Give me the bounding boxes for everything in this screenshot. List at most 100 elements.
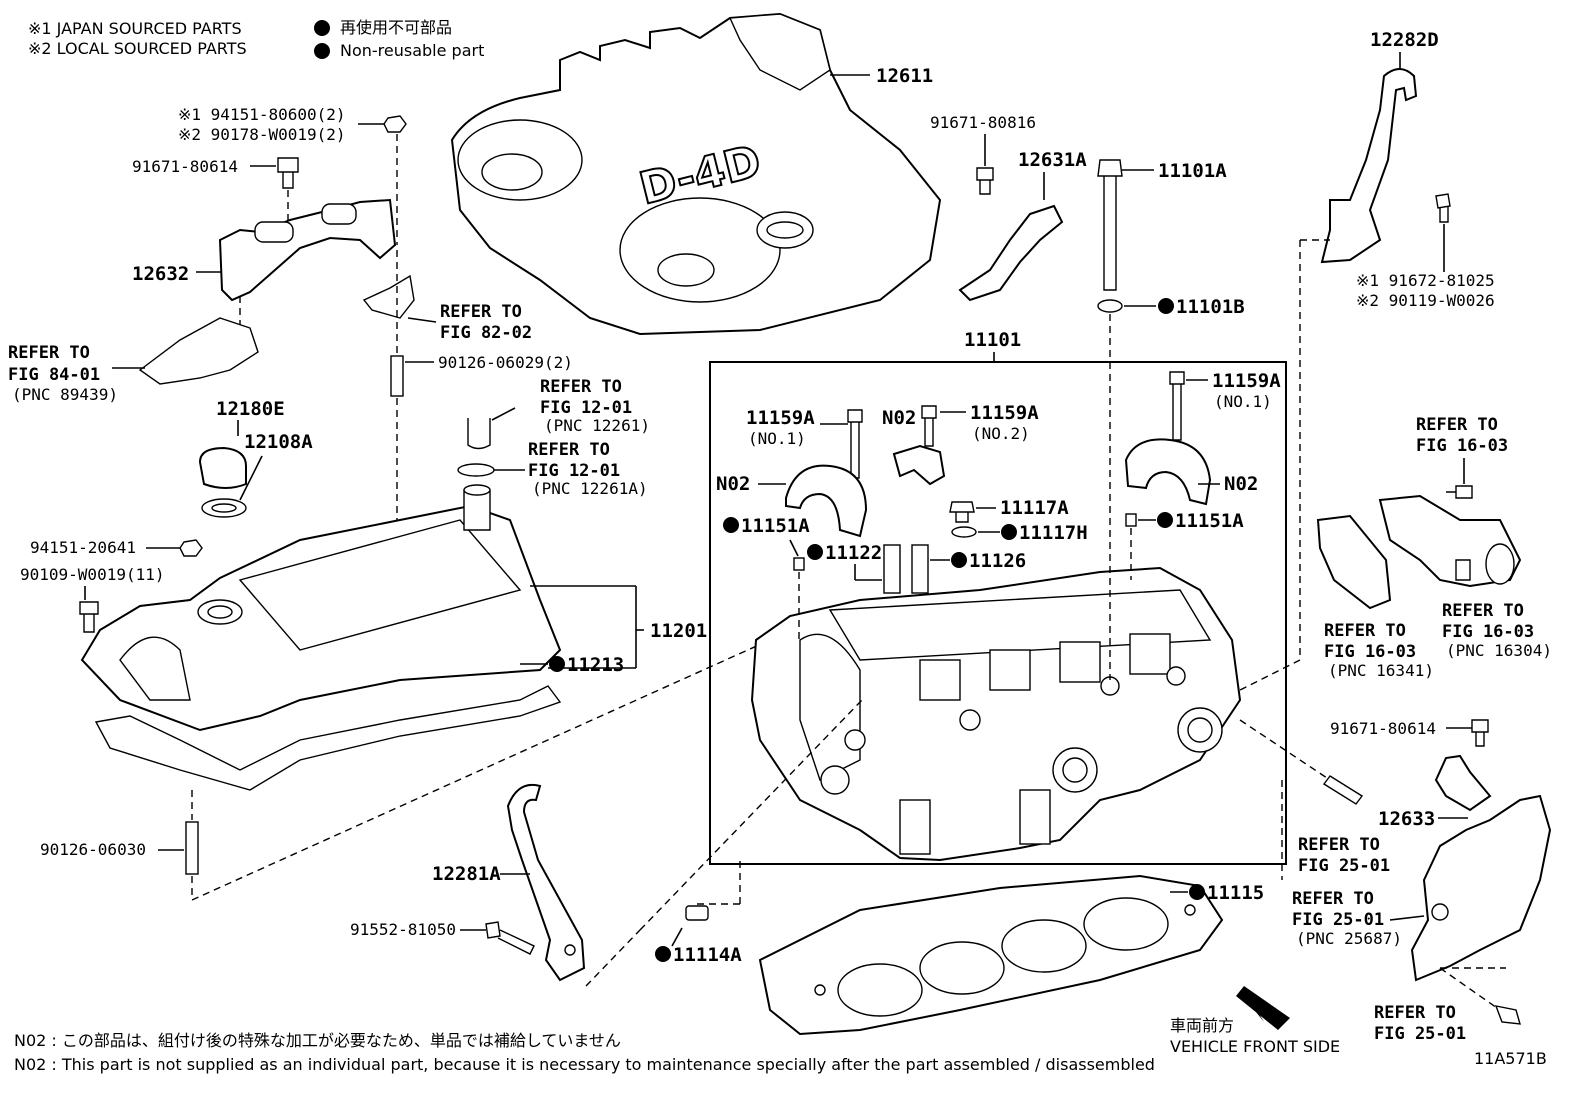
ref-fig-12-01-a[interactable]: REFER TO FIG 12-01 (PNC 12261)	[467, 377, 650, 450]
ref-fig-16-03-a[interactable]: REFER TO FIG 16-03 (PNC 16341)	[1324, 621, 1434, 680]
water-inlet-parts	[1316, 494, 1522, 610]
bracket-12632: ※1 94151-80600(2) ※2 90178-W0019(2) 9167…	[112, 105, 407, 385]
plug-11117A: 11117A 11117H	[949, 497, 1088, 544]
ref-fig-25-01-b[interactable]: REFER TO FIG 25-01 (PNC 25687)	[1292, 889, 1425, 948]
label-N02-b: N02	[882, 407, 916, 429]
label-91672: ※1 91672-81025	[1356, 271, 1495, 290]
legend-non-reusable-jp: 再使用不可部品	[340, 18, 452, 37]
legend: ※1 JAPAN SOURCED PARTS ※2 LOCAL SOURCED …	[28, 18, 484, 60]
ref-line-1: REFER TO	[8, 343, 90, 363]
label-12611: 12611	[876, 65, 933, 87]
non-reusable-dot-icon	[1189, 884, 1205, 900]
hook-12282D: 12282D ※1 91672-81025 ※2 90119-W0026	[1239, 29, 1495, 691]
ref-line-1: REFER TO	[540, 377, 622, 397]
label-11159A-right: 11159A	[1212, 370, 1281, 392]
label-12632: 12632	[132, 263, 189, 285]
bolt-icon	[1494, 1005, 1521, 1025]
label-11201: 11201	[650, 620, 707, 642]
bolt-icon	[1435, 193, 1451, 223]
ref-line-2: FIG 25-01	[1292, 910, 1384, 930]
label-11159A-left-no: (NO.1)	[748, 429, 806, 448]
bolt-icon	[1169, 371, 1185, 441]
label-91671-80614-right: 91671-80614	[1330, 719, 1436, 738]
non-reusable-dot-icon	[723, 517, 739, 533]
label-90178: ※2 90178-W0019(2)	[178, 125, 346, 144]
cylinder-head-cover-11201: 11201	[80, 484, 707, 791]
label-12180E: 12180E	[216, 398, 285, 420]
direction-en: VEHICLE FRONT SIDE	[1170, 1037, 1340, 1056]
figure-id: 11A571B	[1474, 1049, 1547, 1068]
ref-fig-25-01-c[interactable]: REFER TO FIG 25-01	[1374, 1003, 1466, 1044]
ref-line-3: (PNC 89439)	[12, 385, 118, 404]
bracket-12631A: 91671-80816 12631A	[930, 113, 1087, 302]
bolt-icon	[79, 601, 99, 633]
ref-line-3: (PNC 16304)	[1446, 641, 1552, 660]
ref-line-2: FIG 84-01	[8, 365, 100, 385]
ref-line-3: (PNC 12261A)	[532, 479, 648, 498]
ref-fig-84-01[interactable]: REFER TO FIG 84-01 (PNC 89439)	[8, 343, 118, 404]
cap-N02-left: N02	[716, 464, 868, 538]
ref-fig-82-02[interactable]: REFER TO FIG 82-02	[362, 274, 532, 343]
non-reusable-dot-icon	[1157, 512, 1173, 528]
label-11122: 11122	[825, 542, 882, 564]
label-90126-06030: 90126-06030	[40, 840, 146, 859]
nut-icon	[179, 539, 203, 557]
label-94151-20641: 94151-20641	[30, 538, 136, 557]
pin-11151A-left: 11151A	[723, 515, 810, 640]
footnotes: N02 : この部品は、組付け後の特殊な加工が必要なため、単品では補給していませ…	[14, 1031, 1547, 1074]
non-reusable-dot-icon	[314, 20, 330, 36]
non-reusable-dot-icon	[314, 43, 330, 59]
ref-fig-16-03-top[interactable]: REFER TO FIG 16-03	[1416, 415, 1508, 499]
head-bolt-11101A: 11101A 11101B	[1097, 159, 1245, 680]
label-12633: 12633	[1378, 808, 1435, 830]
ref-fig-25-01-a[interactable]: REFER TO FIG 25-01	[1239, 719, 1390, 876]
pin-11151A-right: 11151A	[1125, 510, 1244, 580]
direction-jp: 車両前方	[1170, 1016, 1234, 1035]
label-11159A-left: 11159A	[746, 407, 815, 429]
bolt-icon	[1446, 485, 1473, 499]
ref-line-2: FIG 25-01	[1298, 856, 1390, 876]
label-11151A-right: 11151A	[1175, 510, 1244, 532]
ref-line-2: FIG 12-01	[528, 461, 620, 481]
note-jp: N02 : この部品は、組付け後の特殊な加工が必要なため、単品では補給していませ…	[14, 1031, 621, 1050]
ref-fig-12-01-b[interactable]: REFER TO FIG 12-01 (PNC 12261A)	[457, 440, 648, 498]
label-N02-c: N02	[1224, 473, 1258, 495]
label-91671-80614-top: 91671-80614	[132, 157, 238, 176]
ref-line-1: REFER TO	[528, 440, 610, 460]
nut-icon	[383, 115, 407, 133]
label-11115: 11115	[1207, 882, 1264, 904]
label-11101B: 11101B	[1176, 296, 1245, 318]
label-11213-group: 11213	[520, 654, 624, 676]
bracket-12633: 91671-80614 12633	[1330, 719, 1552, 1025]
ref-line-2: FIG 16-03	[1324, 642, 1416, 662]
non-reusable-dot-icon	[655, 946, 671, 962]
label-11159A-right-no: (NO.1)	[1214, 392, 1272, 411]
bolt-icon	[847, 409, 863, 479]
ref-line-1: REFER TO	[1324, 621, 1406, 641]
bolt-icon	[485, 921, 535, 955]
ref-line-3: (PNC 25687)	[1296, 929, 1402, 948]
label-90119: ※2 90119-W0026	[1356, 291, 1495, 310]
label-91552: 91552-81050	[350, 920, 456, 939]
bolt-11159A-right: 11159A (NO.1) N02	[1124, 370, 1281, 506]
pin-11114A: 11114A	[655, 860, 742, 966]
label-91671-80816: 91671-80816	[930, 113, 1036, 132]
ref-line-3: (PNC 16341)	[1328, 661, 1434, 680]
bolt-icon	[976, 167, 994, 195]
ref-line-1: REFER TO	[1442, 601, 1524, 621]
label-90109: 90109-W0019(11)	[20, 565, 165, 584]
ref-line-2: FIG 25-01	[1374, 1024, 1466, 1044]
legend-non-reusable-en: Non-reusable part	[340, 41, 484, 60]
label-11101A: 11101A	[1158, 160, 1227, 182]
legend-japan-sourced: ※1 JAPAN SOURCED PARTS	[28, 19, 242, 38]
label-11159A-mid: 11159A	[970, 402, 1039, 424]
stud-90126-06029: 90126-06029(2)	[390, 250, 573, 520]
label-94151-80600: ※1 94151-80600(2)	[178, 105, 346, 124]
ref-fig-16-03-b[interactable]: REFER TO FIG 16-03 (PNC 16304)	[1442, 601, 1552, 660]
label-11117H: 11117H	[1019, 522, 1088, 544]
valve-guides-11122-11126: 11122 11126	[807, 542, 1026, 594]
label-90126-06029: 90126-06029(2)	[438, 353, 573, 372]
label-12631A: 12631A	[1018, 149, 1087, 171]
non-reusable-dot-icon	[1001, 524, 1017, 540]
ref-line-2: FIG 16-03	[1442, 622, 1534, 642]
